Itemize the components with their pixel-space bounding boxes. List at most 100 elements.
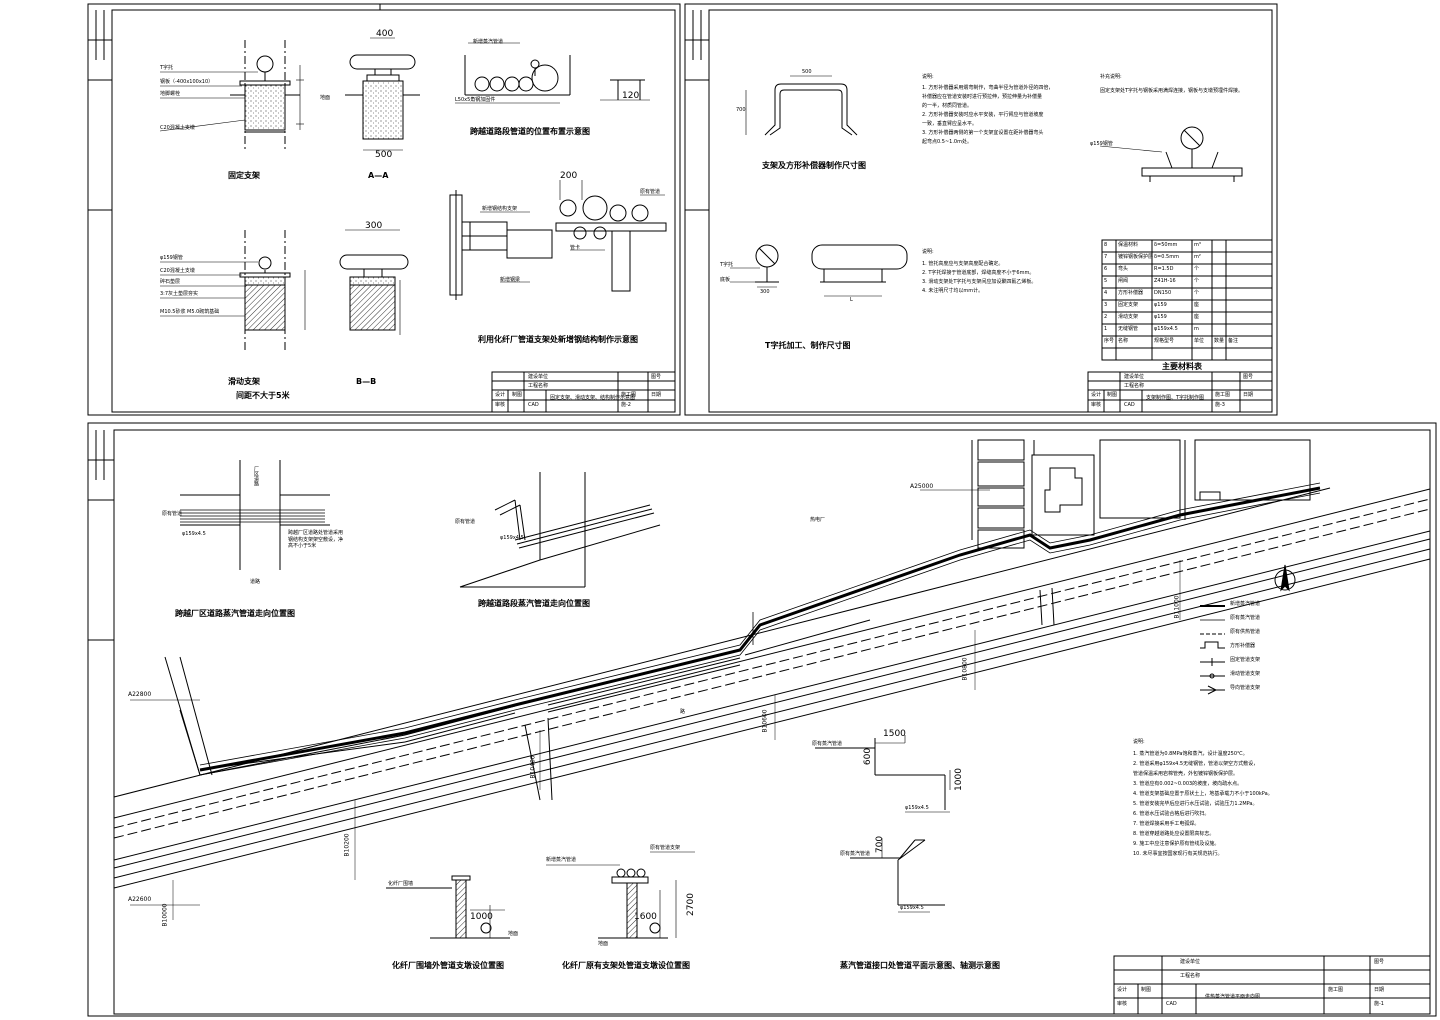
tb3-date: 日期 [1374,987,1385,993]
label-ground-b2: 地面 [598,941,609,947]
coord-a22800: A22800 [128,691,152,698]
table-header: 序号 [1104,338,1115,344]
section-b-b-drawing [339,229,409,335]
label-new-bracket: 新增钢结构支架 [482,206,518,212]
dim-2700: 2700 [685,893,696,916]
coord-a22600: A22600 [128,896,152,903]
table-cell: φ159 [1154,302,1167,308]
table-header: 规格型号 [1154,338,1175,344]
tb2-company: 建设单位 [1124,374,1145,380]
title-sliding-support: 滑动支架 [228,377,260,386]
rack-support-drawing [546,851,695,939]
label-ground: 地面 [320,95,331,101]
tb1-phase: 施工图 [621,392,637,398]
label-lime-soil: 3:7灰土垫层夯实 [160,291,199,297]
note-line: 4. 管道支架基础应置于原状土上，地基承载力不小于100kPa。 [1133,791,1273,797]
tb3-format: CAD [1166,1001,1177,1007]
sheet-bottom-frame [87,422,1437,1017]
table-cell: 镀锌钢板保护层 [1118,254,1154,260]
note-line: 补偿器应在管道安装时进行预拉伸，预拉伸量为补偿量 [922,94,1043,100]
tb3-project: 工程名称 [1180,973,1201,979]
legend-item: 导向管道支架 [1230,685,1261,691]
tb1-drawing: 固定支架、滑动支架、结构制作示意图 [550,395,636,401]
tb3-drawing: 供热蒸汽管道平面走向图 [1205,994,1261,1000]
note-line: 7. 管道焊接采用手工电弧焊。 [1133,821,1200,827]
tb1-drawing-no: 施-2 [621,402,631,408]
tb1-checked: 审核 [495,402,506,408]
note-line: 10. 未尽事宜按国家现行有关规范执行。 [1133,851,1223,857]
note-line: 管道保温采用岩棉管壳，外包镀锌钢板保护层。 [1133,771,1239,777]
label-pipe-spec-road: φ159x4.5 [500,535,524,541]
dim-2: 300 [365,221,383,231]
dim-1000-b: 1000 [953,768,964,791]
table-cell: 座 [1194,314,1200,320]
label-road-b: 道路 [250,579,261,585]
note-line: 3. 管道应有0.002~0.003的坡度，坡向疏水点。 [1133,781,1243,787]
dim-1600: 1600 [634,912,657,922]
table-cell: δ=50mm [1154,242,1178,248]
table-cell: 个 [1194,290,1200,296]
dim-1: 400 [376,29,394,39]
notes-bottom-header: 说明: [1133,739,1145,745]
table-cell: 保温材料 [1118,242,1139,248]
coord-b10000: B10000 [161,903,169,927]
tb2-date: 日期 [1243,392,1254,398]
label-base-plate: 底板 [720,277,731,283]
table-cell: m [1194,326,1199,332]
table-cell: 2 [1104,314,1108,320]
right-note: 固定支架处T字托与钢板采用满焊连接，钢板与支墩预埋件焊接。 [1100,88,1244,94]
label-existing-rack: 原有管道支架 [650,845,681,851]
tb1-format: CAD [528,402,539,408]
table-cell: 7 [1104,254,1108,260]
road-crossing-map [459,472,661,588]
tb1-project: 工程名称 [528,383,549,389]
label-t-holder: T字托 [720,262,734,268]
legend-item: 新增蒸汽管道 [1230,601,1261,607]
tb2-checked: 审核 [1091,402,1102,408]
legend-item: 原有蒸汽管道 [1230,615,1261,621]
interface-plan-drawing [815,735,951,813]
table-cell: 固定支架 [1118,302,1139,308]
dim-1000-a: 1000 [470,912,493,922]
label-existing-pipe-1: 原有管道 [640,189,661,195]
notes2-header: 说明: [922,249,934,255]
table-cell: DN150 [1154,290,1172,296]
table-cell: 方形补偿器 [1118,290,1144,296]
tb1-date: 日期 [651,392,662,398]
dim-r1: 500 [802,69,812,75]
tb1-drawing-no-label: 图号 [651,374,662,380]
tb3-designed: 设计 [1117,987,1128,993]
label-c20: C20混凝土支墩 [160,268,195,274]
table-cell: 6 [1104,266,1108,272]
sheet-top-left-frame [87,3,681,416]
fixed-support-drawing [159,40,304,150]
table-cell: 1 [1104,326,1108,332]
crossing-note: 跨越厂区道路处管道采用钢结构支架架空敷设，净高不小于5米 [288,530,344,549]
coord-b10600: B10600 [761,709,769,733]
title-material-table: 主要材料表 [1162,362,1202,371]
coord-lines [130,489,1181,920]
table-header: 数量 [1214,338,1225,344]
title-factory-crossing: 跨越厂区道路蒸汽管道走向位置图 [175,609,295,618]
tb3-drawing-no: 施-1 [1374,1001,1384,1007]
label-l: L [850,297,853,303]
note-line: 5. 管道安装完毕后应进行水压试验，试验压力1.2MPa。 [1133,801,1258,807]
label-concrete-base: C20混凝土支墩 [160,125,195,131]
label-steel-pipe: φ159钢管 [160,255,183,261]
label-pipe-r: φ159钢管 [1090,141,1113,147]
dim-1500: 1500 [883,729,906,739]
dim-r3: 300 [760,289,770,295]
tb3-drawing-no-label: 图号 [1374,959,1385,965]
tb2-phase: 施工图 [1215,392,1231,398]
factory-crossing-map [180,460,330,570]
tb3-company: 建设单位 [1180,959,1201,965]
spacing-note: 间距不大于5米 [236,391,290,400]
legend-lines [1200,605,1225,695]
sliding-support-drawing [160,230,306,350]
label-bolt: 地脚螺栓 [160,91,181,97]
existing-rack-drawing [449,180,667,300]
table-cell: 4 [1104,290,1108,296]
table-cell: 滑动支架 [1118,314,1139,320]
table-cell: δ=0.5mm [1154,254,1179,260]
title-expansion-joint: 支架及方形补偿器制作尺寸图 [762,161,866,170]
